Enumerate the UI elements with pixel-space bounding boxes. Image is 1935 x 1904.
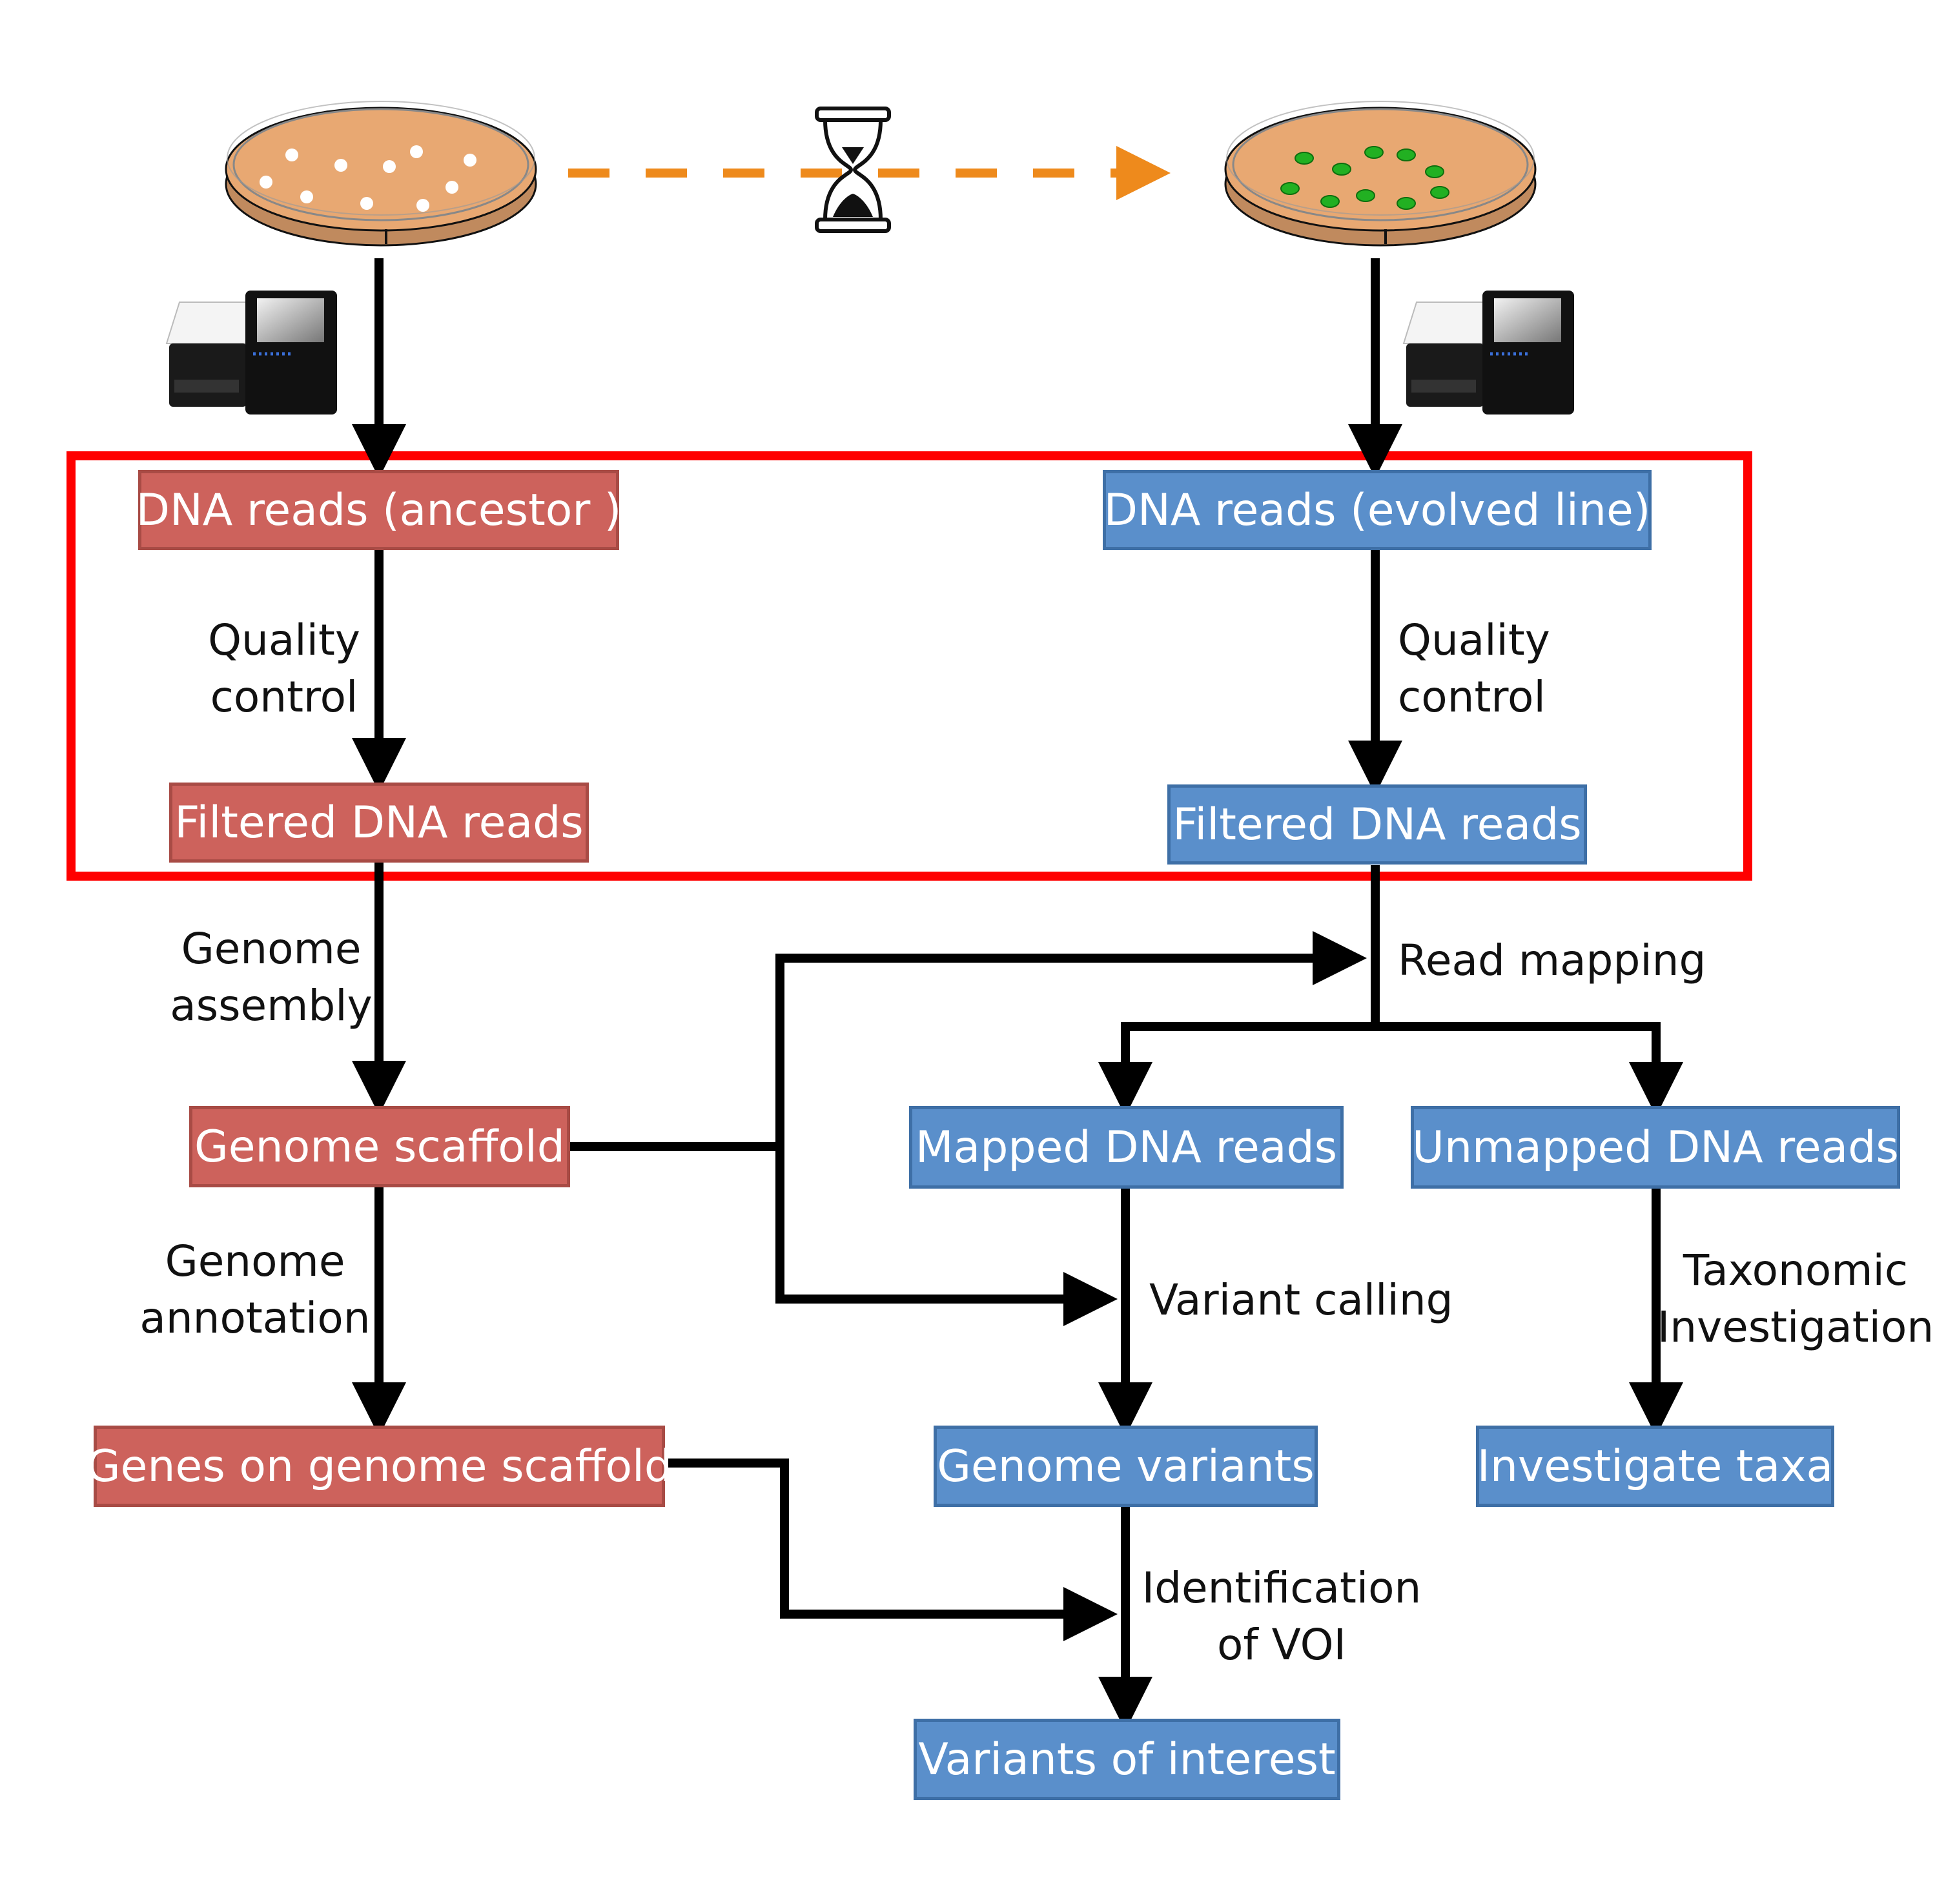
box-variants-of-interest: Variants of interest — [914, 1719, 1340, 1800]
arrow-to-unmapped-reads — [1375, 1022, 1683, 1116]
sequencer-icon-left — [165, 291, 337, 415]
label-read-mapping: Read mapping — [1398, 936, 1706, 985]
arrow-genes-to-identification — [665, 1459, 1118, 1641]
box-dna-reads-ancestor: DNA reads (ancestor ) — [136, 470, 621, 550]
box-dna-reads-evolved: DNA reads (evolved line) — [1103, 470, 1652, 550]
box-mapped-reads: Mapped DNA reads — [909, 1106, 1344, 1189]
arrow-to-mapped-reads — [1098, 1022, 1375, 1116]
box-investigate-taxa: Investigate taxa — [1476, 1426, 1834, 1507]
box-filtered-reads-ancestor: Filtered DNA reads — [169, 783, 589, 863]
box-filtered-reads-evolved: Filtered DNA reads — [1167, 784, 1587, 865]
box-genome-variants: Genome variants — [934, 1426, 1318, 1507]
box-unmapped-reads: Unmapped DNA reads — [1411, 1106, 1900, 1189]
hourglass-icon — [815, 107, 891, 233]
ancestor-dish-icon — [225, 101, 537, 247]
evolved-dish-icon — [1224, 101, 1537, 247]
box-genome-scaffold: Genome scaffold — [189, 1106, 570, 1187]
highlight-frame — [67, 451, 1752, 881]
label-variant-calling: Variant calling — [1149, 1275, 1453, 1325]
box-genes-on-scaffold: Genes on genome scaffold — [87, 1426, 672, 1507]
arrow-scaffold-to-variant-calling — [775, 958, 1118, 1326]
sequencer-icon-right — [1402, 291, 1574, 415]
